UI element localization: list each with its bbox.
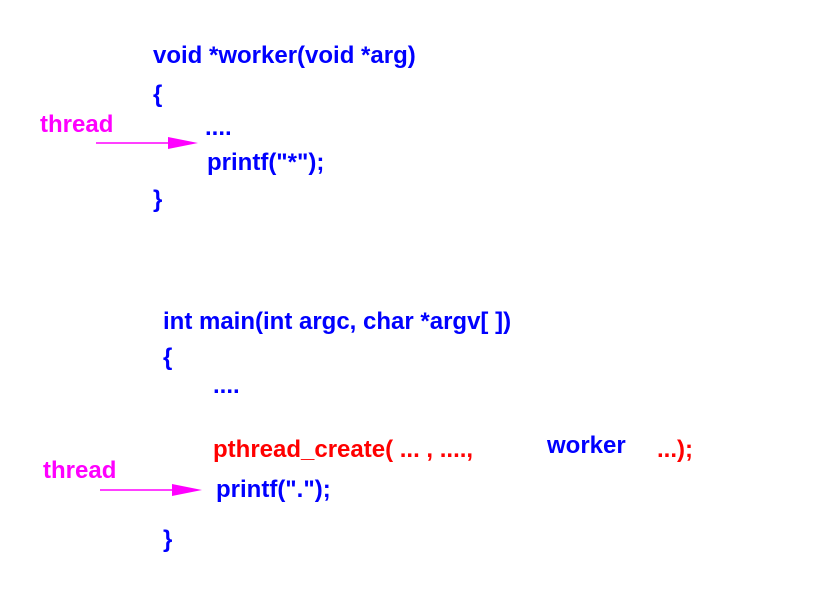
main-open-brace: { — [163, 344, 173, 371]
worker-signature: void *worker(void *arg) — [153, 42, 416, 69]
main-close-brace: } — [163, 526, 173, 553]
worker-open-brace: { — [153, 81, 163, 108]
main-signature: int main(int argc, char *argv[ ]) — [163, 308, 512, 335]
thread-arrow-top-icon — [96, 137, 198, 149]
main-ellipsis: .... — [213, 372, 240, 399]
pthread-create-call: pthread_create( ... , ...., — [213, 436, 474, 463]
worker-ellipsis: .... — [205, 114, 232, 141]
thread-arrow-bottom-icon — [100, 484, 202, 496]
worker-printf: printf("*"); — [207, 149, 325, 176]
pthread-create-suffix: ...); — [657, 436, 693, 463]
worker-close-brace: } — [153, 186, 163, 213]
main-printf: printf("."); — [216, 476, 331, 503]
worker-argument: worker — [547, 432, 626, 459]
thread-label-top: thread — [40, 111, 114, 138]
thread-label-bottom: thread — [43, 457, 117, 484]
